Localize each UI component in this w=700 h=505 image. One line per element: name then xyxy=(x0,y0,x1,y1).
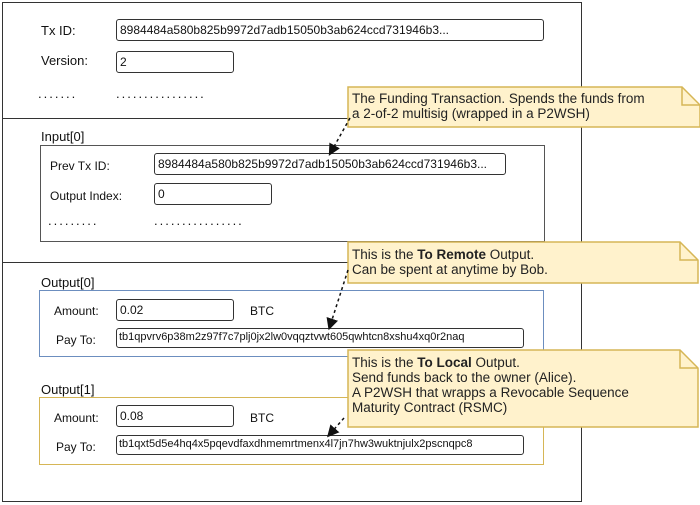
input0-ellipsis-left: ......... xyxy=(48,213,99,228)
version-label: Version: xyxy=(41,53,88,68)
to-local-note-line1: This is the To Local Output. xyxy=(352,355,692,370)
output0-amount-field[interactable]: 0.02 xyxy=(116,299,234,321)
funding-note: The Funding Transaction. Spends the fund… xyxy=(348,89,698,123)
output1-payto-field[interactable]: tb1qxt5d5e4hq4x5pqevdfaxdhmemrtmenx4l7jn… xyxy=(116,435,524,455)
output-index-label: Output Index: xyxy=(50,189,123,203)
prev-txid-label: Prev Tx ID: xyxy=(50,159,110,173)
tx-ellipsis-left: ....... xyxy=(38,86,78,101)
output1-payto-label: Pay To: xyxy=(56,440,96,454)
output0-payto-label: Pay To: xyxy=(56,333,96,347)
output0-title: Output[0] xyxy=(41,275,95,290)
to-remote-note-line1: This is the To Remote Output. xyxy=(352,247,692,262)
prev-txid-field[interactable]: 8984484a580b825b9972d7adb15050b3ab624ccd… xyxy=(154,153,506,175)
to-remote-note-prefix: This is the xyxy=(352,247,418,262)
output0-payto-field[interactable]: tb1qpvrv6p38m2z97f7c7plj0jx2lw0vqqztvwt6… xyxy=(116,328,524,348)
input0-ellipsis-right: ................ xyxy=(154,213,244,228)
funding-note-line2: a 2-of-2 multisig (wrapped in a P2WSH) xyxy=(352,106,590,121)
to-local-note-suffix: Output. xyxy=(471,355,520,370)
to-local-note-prefix: This is the xyxy=(352,355,418,370)
output0-unit: BTC xyxy=(250,304,274,318)
to-remote-note: This is the To Remote Output. Can be spe… xyxy=(348,245,696,279)
output1-amount-label: Amount: xyxy=(54,411,99,425)
funding-note-line1: The Funding Transaction. Spends the fund… xyxy=(352,91,645,106)
output1-title: Output[1] xyxy=(41,382,95,397)
output-index-field[interactable]: 0 xyxy=(154,183,272,205)
to-local-note-line4: Maturity Contract (RSMC) xyxy=(352,400,508,415)
version-field[interactable]: 2 xyxy=(116,51,234,73)
txid-field[interactable]: 8984484a580b825b9972d7adb15050b3ab624ccd… xyxy=(116,19,544,41)
to-remote-note-bold: To Remote xyxy=(417,247,487,262)
to-local-note-line3: A P2WSH that wrapps a Revocable Sequence xyxy=(352,385,629,400)
txid-label: Tx ID: xyxy=(41,23,76,38)
output1-unit: BTC xyxy=(250,411,274,425)
output1-amount-field[interactable]: 0.08 xyxy=(116,405,234,427)
to-remote-note-suffix: Output. xyxy=(486,247,535,262)
to-local-note-line2: Send funds back to the owner (Alice). xyxy=(352,370,577,385)
to-local-note: This is the To Local Output. Send funds … xyxy=(348,353,696,417)
output0-amount-label: Amount: xyxy=(54,304,99,318)
tx-ellipsis-right: ................ xyxy=(116,86,206,101)
input0-title: Input[0] xyxy=(41,129,85,144)
to-local-note-bold: To Local xyxy=(417,355,472,370)
to-remote-note-line2: Can be spent at anytime by Bob. xyxy=(352,262,548,277)
